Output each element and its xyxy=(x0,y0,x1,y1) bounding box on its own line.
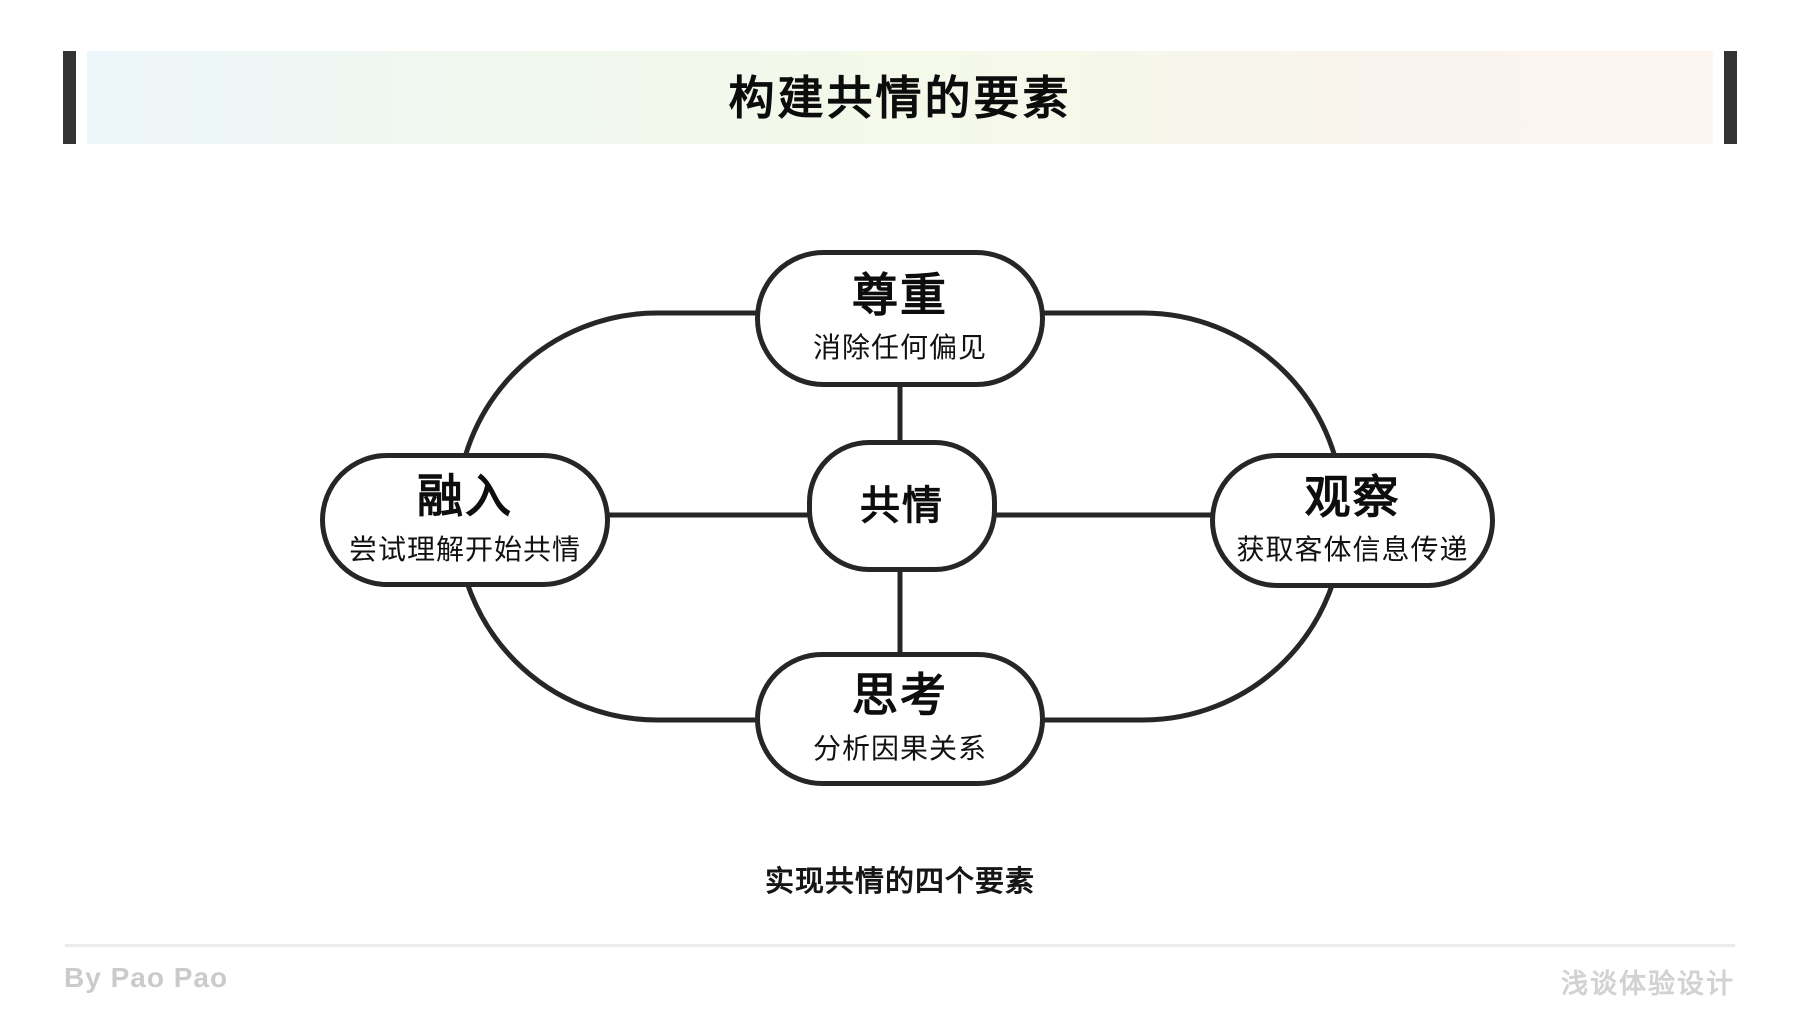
footer-brand: 浅谈体验设计 xyxy=(1561,969,1735,999)
node-immerse-subtitle: 尝试理解开始共情 xyxy=(348,533,581,565)
diagram-caption: 实现共情的四个要素 xyxy=(764,866,1035,898)
footer-divider xyxy=(65,944,1735,947)
page-title: 构建共情的要素 xyxy=(728,71,1072,124)
node-immerse-title: 融入 xyxy=(417,470,513,523)
header-band: 构建共情的要素 xyxy=(87,51,1713,144)
node-respect-title: 尊重 xyxy=(852,268,948,321)
footer-author: By Pao Pao xyxy=(64,962,229,993)
node-empathy-center: 共情 xyxy=(807,440,997,572)
header-accent-bar-left xyxy=(63,51,76,144)
node-observe-title: 观察 xyxy=(1304,470,1401,523)
node-think: 思考 分析因果关系 xyxy=(755,652,1045,786)
node-think-subtitle: 分析因果关系 xyxy=(812,732,987,764)
node-immerse: 融入 尝试理解开始共情 xyxy=(320,453,610,587)
header-accent-bar-right xyxy=(1724,51,1737,144)
node-respect: 尊重 消除任何偏见 xyxy=(755,250,1045,387)
node-observe-subtitle: 获取客体信息传递 xyxy=(1236,534,1469,566)
node-empathy-title: 共情 xyxy=(860,484,944,528)
node-respect-subtitle: 消除任何偏见 xyxy=(812,332,987,364)
node-think-title: 思考 xyxy=(852,669,948,722)
node-observe: 观察 获取客体信息传递 xyxy=(1210,453,1495,588)
